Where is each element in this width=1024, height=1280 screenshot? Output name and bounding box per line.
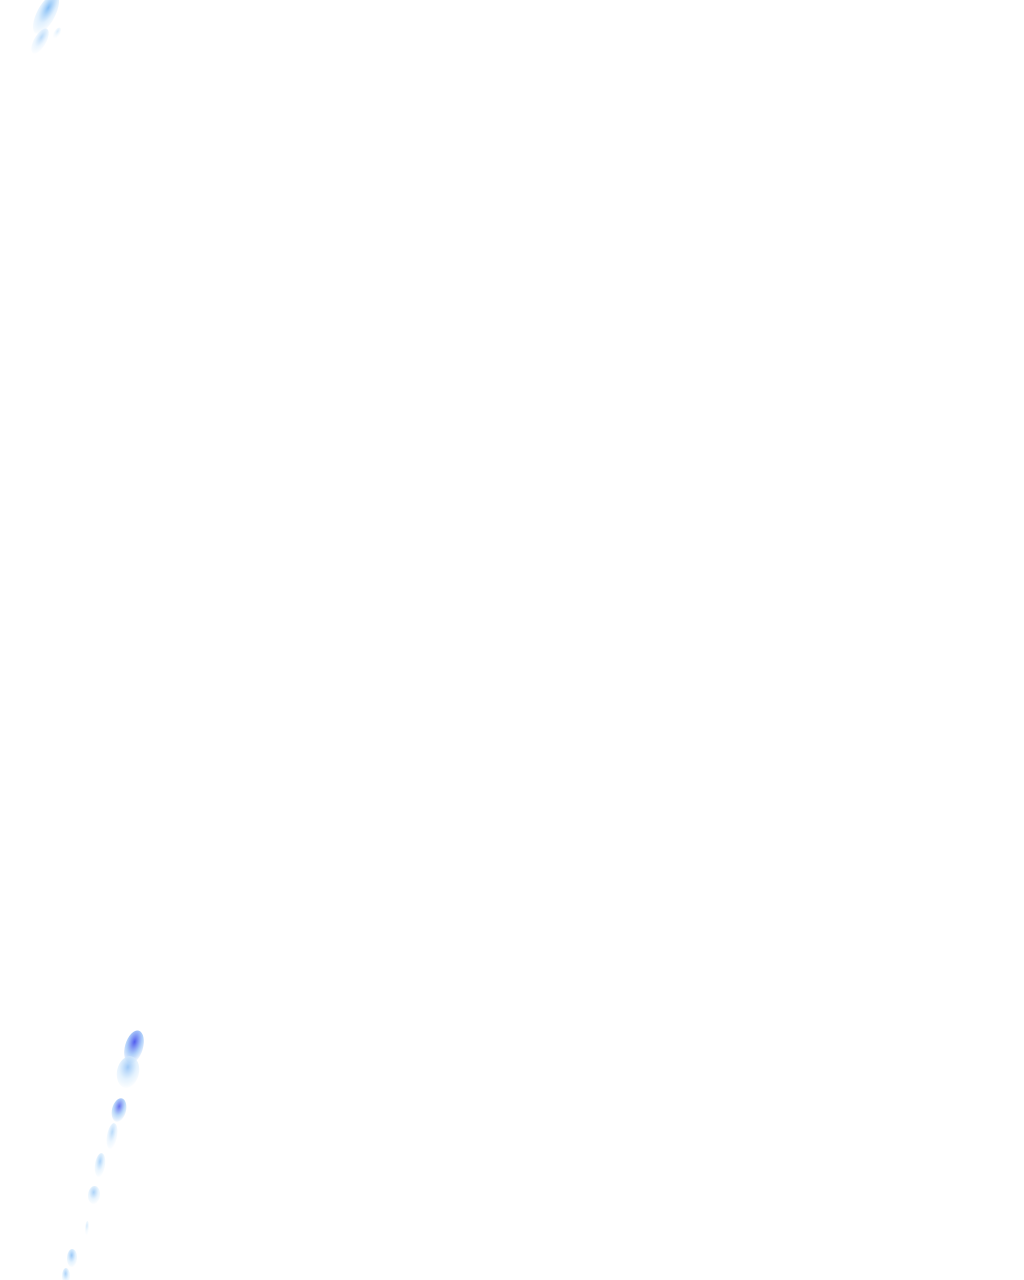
ink-mark	[32, 0, 60, 34]
ink-mark	[111, 1098, 127, 1122]
ink-mark	[124, 1030, 144, 1064]
ink-mark	[31, 28, 49, 54]
ink-mark	[106, 1123, 118, 1149]
ink-mark	[116, 1056, 140, 1088]
ink-mark	[66, 1249, 78, 1267]
ink-mark	[53, 27, 61, 39]
ink-mark	[62, 1268, 70, 1280]
group-upper-left-strokes	[31, 0, 61, 54]
ink-mark	[84, 1221, 90, 1235]
group-lower-left-trail	[62, 1030, 144, 1280]
ink-mark	[94, 1153, 106, 1177]
ink-mark	[87, 1186, 101, 1204]
